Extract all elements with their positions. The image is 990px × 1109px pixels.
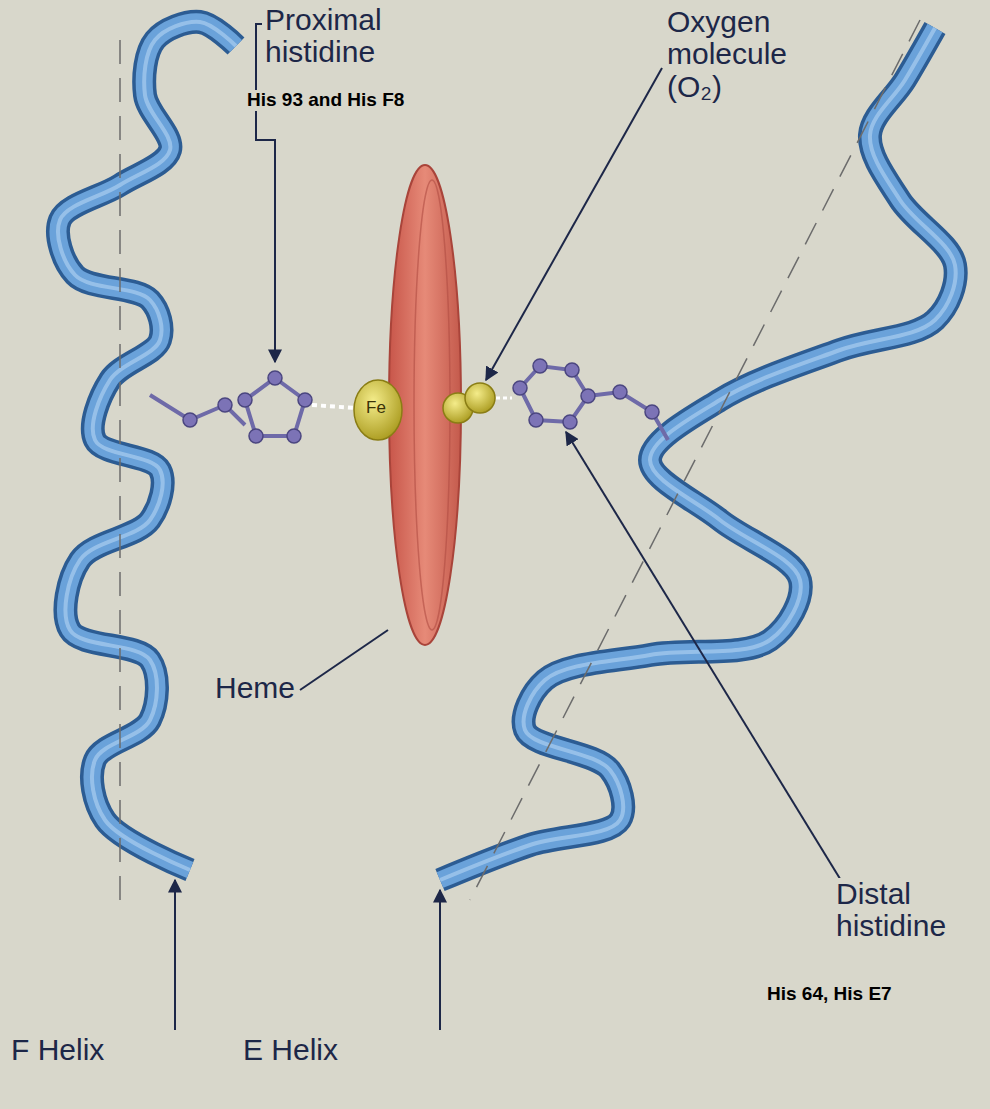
helix-outline <box>58 22 236 870</box>
leader-lines <box>175 24 842 1030</box>
residue-label: His 64, His E7 <box>764 984 895 1005</box>
proximal-histidine <box>150 378 305 436</box>
residue-label: His 93 and His F8 <box>244 90 407 111</box>
oxygen-atom <box>465 383 495 413</box>
part-label: Oxygen molecule (O₂) <box>664 6 845 103</box>
fe-his-bond <box>312 405 355 408</box>
atom-label: Fe <box>366 399 386 417</box>
part-label: E Helix <box>240 1034 341 1066</box>
proximal-atoms <box>183 371 312 443</box>
helix-highlight <box>58 22 236 870</box>
helix-axes <box>120 20 920 900</box>
part-label: F Helix <box>8 1034 107 1066</box>
part-label: Distal histidine <box>833 878 984 943</box>
part-label: Proximal histidine <box>262 4 438 69</box>
iron-atom <box>354 380 402 440</box>
o2-his-contact <box>496 397 512 400</box>
helix-ribbons <box>58 22 956 880</box>
helix-tube <box>58 22 236 870</box>
helix-highlight <box>440 28 956 880</box>
helix-tube <box>440 28 956 880</box>
helix-outline <box>440 28 956 880</box>
distal-atoms <box>513 359 659 429</box>
distal-histidine <box>520 366 668 440</box>
part-label: Heme <box>212 672 298 704</box>
